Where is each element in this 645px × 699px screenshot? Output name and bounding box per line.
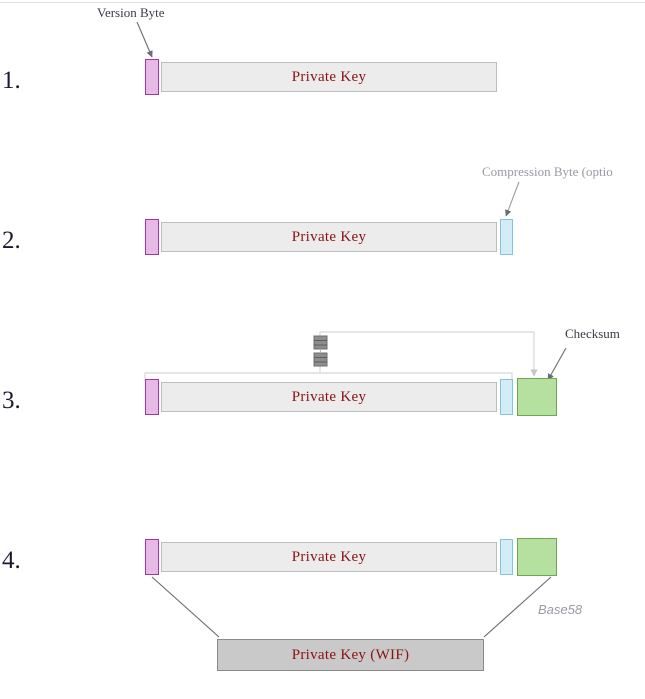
double-hash-icon bbox=[311, 335, 330, 374]
wif-left-leader bbox=[151, 576, 220, 638]
base58-annotation: Base58 bbox=[538, 602, 583, 617]
compression-byte-box-2[interactable] bbox=[500, 219, 513, 255]
version-byte-leader bbox=[136, 21, 153, 58]
private-key-label-2: Private Key bbox=[291, 228, 367, 245]
hash-input-bracket bbox=[144, 372, 513, 381]
hash-output-path bbox=[319, 331, 538, 377]
private-key-label-1: Private Key bbox=[291, 68, 367, 85]
compression-byte-leader bbox=[505, 181, 520, 217]
compression-byte-box-4[interactable] bbox=[500, 539, 513, 575]
version-byte-box-1[interactable] bbox=[145, 59, 159, 95]
step-number-1: 1. bbox=[2, 67, 21, 94]
checksum-annotation: Checksum bbox=[565, 326, 620, 341]
checksum-box-4[interactable] bbox=[517, 538, 557, 576]
step-number-2: 2. bbox=[2, 227, 21, 254]
top-divider bbox=[0, 2, 645, 3]
compression-byte-annotation: Compression Byte (optio bbox=[482, 164, 613, 179]
checksum-leader bbox=[547, 347, 567, 381]
private-key-label-3: Private Key bbox=[291, 388, 367, 405]
checksum-box-3[interactable] bbox=[517, 378, 557, 416]
private-key-wif-label: Private Key (WIF) bbox=[291, 646, 410, 663]
private-key-wif-box[interactable]: Private Key (WIF) bbox=[217, 639, 484, 671]
compression-byte-box-3[interactable] bbox=[500, 379, 513, 415]
private-key-box-3[interactable]: Private Key bbox=[161, 382, 497, 412]
step-number-3: 3. bbox=[2, 387, 21, 414]
private-key-box-1[interactable]: Private Key bbox=[161, 62, 497, 92]
version-byte-annotation: Version Byte bbox=[97, 5, 165, 20]
private-key-label-4: Private Key bbox=[291, 548, 367, 565]
step-number-4: 4. bbox=[2, 547, 21, 574]
private-key-box-4[interactable]: Private Key bbox=[161, 542, 497, 572]
version-byte-box-4[interactable] bbox=[145, 539, 159, 575]
version-byte-box-3[interactable] bbox=[145, 379, 159, 415]
private-key-box-2[interactable]: Private Key bbox=[161, 222, 497, 252]
version-byte-box-2[interactable] bbox=[145, 219, 159, 255]
